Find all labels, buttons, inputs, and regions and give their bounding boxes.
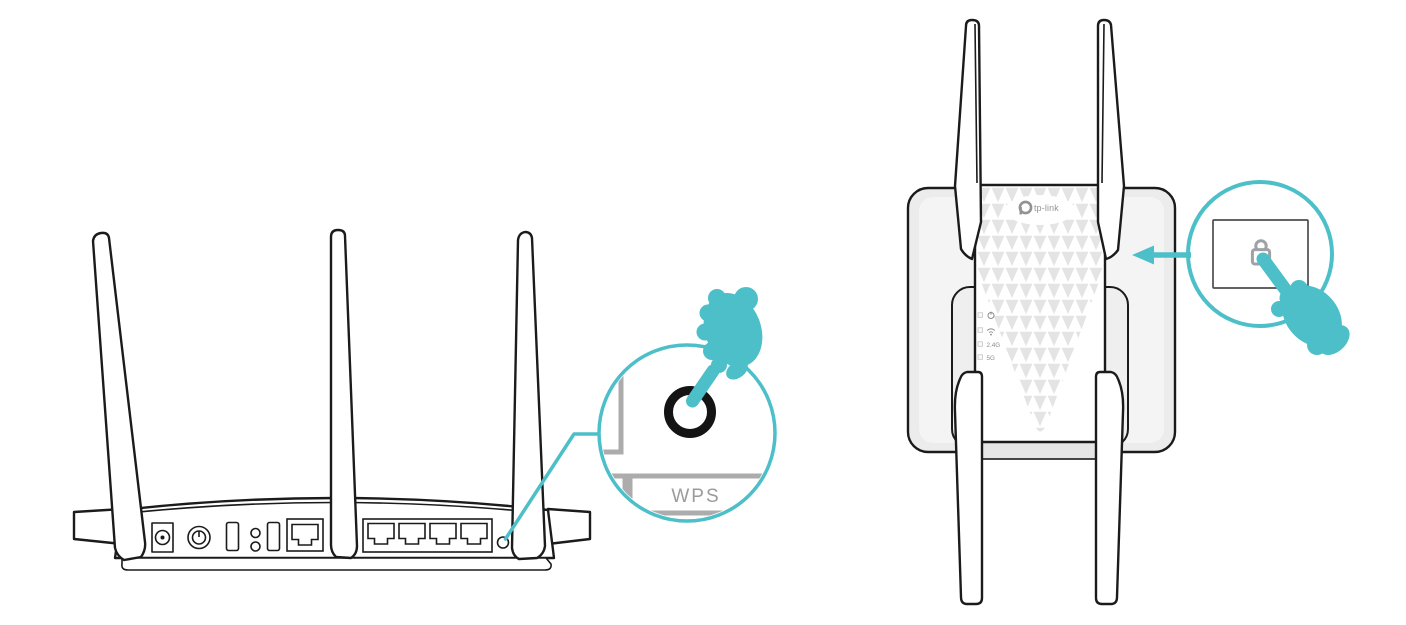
thumb-icon	[726, 360, 748, 380]
power-switch-inner	[191, 530, 207, 545]
router-antenna-right	[510, 230, 547, 561]
wan-port-box	[286, 518, 324, 552]
led-indicators: 2.4G 5G	[977, 311, 1001, 362]
port-slot-left	[225, 521, 240, 552]
indicator-dot-bottom	[250, 541, 261, 552]
lock-callout	[1186, 180, 1350, 355]
extender-antenna-top-right	[1096, 18, 1126, 261]
led-24g-label: 2.4G	[987, 342, 1001, 349]
power-jack-pin	[160, 535, 165, 540]
led-power	[977, 312, 983, 318]
wps-callout-circle	[597, 343, 777, 523]
extender-antenna-bottom-right	[1094, 370, 1125, 606]
power-jack-ring	[154, 529, 171, 546]
thumb-icon	[1318, 325, 1350, 355]
lan-port-2	[398, 522, 426, 545]
brand-logo-text: tp-link	[1034, 203, 1059, 213]
led-5g-label: 5G	[987, 355, 996, 362]
indicator-dot-top	[250, 527, 261, 539]
finger-icon	[1256, 252, 1292, 296]
extender-underside	[978, 441, 1102, 460]
lan-port-3	[429, 522, 457, 545]
wps-label: WPS	[671, 486, 720, 507]
lan-port-1	[367, 522, 395, 545]
wifi-icon	[986, 328, 996, 336]
led-24g	[977, 341, 983, 347]
power-switch	[187, 525, 211, 550]
tp-link-logo-icon: tp-link	[1018, 200, 1059, 215]
lan-port-4	[460, 522, 488, 545]
antenna-edge-line-left	[974, 23, 978, 184]
wps-callout-magnified-view: WPS	[601, 364, 765, 516]
triangle-pattern	[977, 187, 1103, 432]
extender-illustration: tp-link 2.4G 5G	[906, 18, 1177, 606]
wps-callout-leader-line	[503, 432, 599, 541]
led-5g	[977, 354, 983, 360]
wps-button-magnified	[664, 386, 716, 438]
arrow-head-icon	[1132, 245, 1154, 265]
port-slot-right	[266, 521, 281, 552]
router-right-foot	[546, 507, 592, 546]
extender-antenna-top-left	[953, 18, 983, 261]
antenna-edge-line-right	[1101, 23, 1105, 184]
router-antenna-middle	[329, 228, 359, 560]
pressing-finger-right	[1256, 252, 1350, 355]
router-illustration	[72, 228, 592, 571]
power-icon	[987, 311, 995, 319]
pressing-finger-left	[686, 287, 763, 408]
router-port-row	[151, 518, 510, 553]
wps-button-small	[496, 536, 510, 549]
router-antenna-left	[91, 231, 147, 562]
lock-callout-circle	[1186, 180, 1334, 328]
wan-port	[291, 523, 319, 546]
led-signal	[977, 327, 983, 333]
lan-port-box	[362, 518, 493, 553]
arrow-to-extender	[1132, 245, 1191, 265]
magnified-panel-edge	[601, 364, 624, 455]
finger-icon	[686, 364, 720, 408]
extender-antenna-bottom-left	[953, 370, 984, 606]
wps-callout: WPS	[597, 287, 777, 523]
router-base	[121, 557, 552, 571]
